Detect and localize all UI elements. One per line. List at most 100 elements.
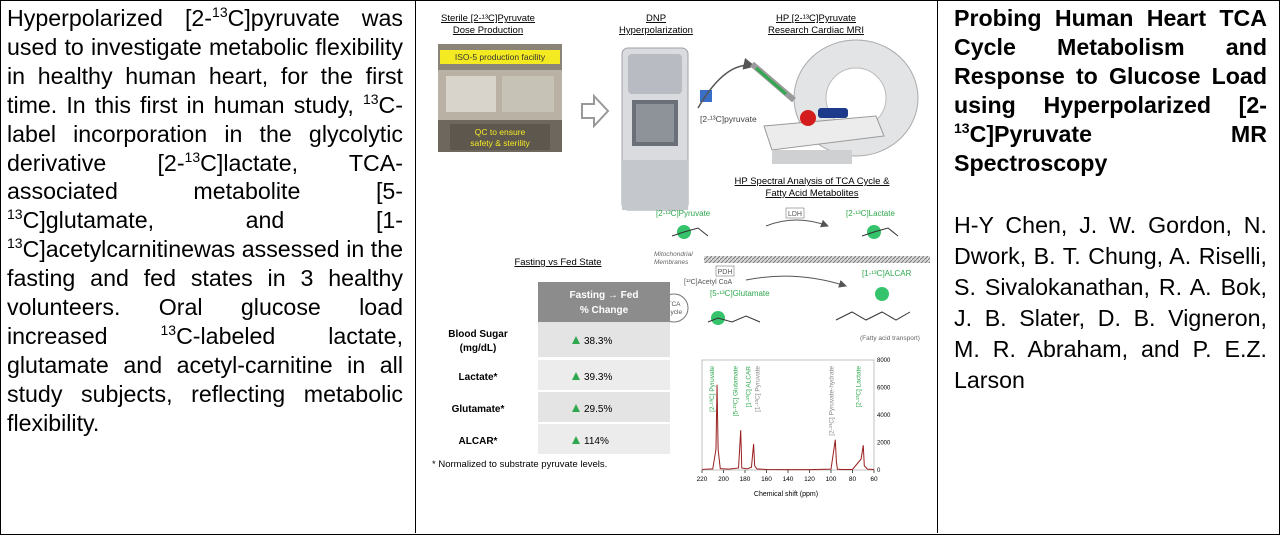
increase-arrow-icon [572,404,580,412]
x-tick-label: 120 [804,476,815,483]
increase-arrow-icon [572,336,580,344]
molecule-bonds [671,227,709,237]
graphical-abstract: Sterile [2-¹³C]Pyruvate Dose Production … [432,13,930,498]
abstract-segment: C]acetylcarnitinewas assessed in the fas… [7,236,403,349]
table-footnote: * Normalized to substrate pyruvate level… [432,459,607,470]
tca-label-line1: TCA [668,301,682,308]
membrane-label-line2: Membranes [654,259,689,266]
ldh-box [785,207,805,219]
abstract-segment: C]pyruvate was used to investigate metab… [7,5,403,118]
superscript: 13 [7,235,23,252]
y-tick-label: 2000 [877,441,891,447]
x-tick-label: 160 [761,476,772,483]
dnp-polarizer-image [621,47,689,211]
membrane-label-line1: Mitochondrial [654,251,693,258]
row-lactate: Lactate* 39.3% [459,360,670,390]
superscript: 13 [160,321,177,338]
peak-label: [2-¹³C] Lactate [855,366,862,408]
iso-label: ISO-5 production facility [455,52,546,62]
heart-icon [800,110,816,126]
x-tick-label: 220 [697,476,708,483]
carbon-label-icon [875,287,889,301]
mitochondrial-membrane [704,256,930,263]
pdh-box [715,265,735,277]
table-header-line2: % Change [580,305,629,316]
mri-scanner-image [763,39,919,164]
x-tick-label: 140 [783,476,794,483]
peak-label: [2-¹³C] Pyruvate [709,366,716,412]
x-tick-label: 60 [870,476,878,483]
step2-title-line1: DNP [646,13,666,24]
plot-area [701,359,875,471]
step1-title-line1: Sterile [2-¹³C]Pyruvate [441,13,535,24]
author-list: H-Y Chen, J. W. Gordon, N. Dwork, B. T. … [954,212,1267,393]
abstract-segment: Hyperpolarized [2- [7,5,213,31]
paper-title: Probing Human Heart TCA Cycle Metabolism… [954,4,1267,178]
row-value: 29.5% [584,404,612,415]
syringe-icon [750,61,796,103]
alcar-arrow [745,275,847,288]
pyruvate-label: [2-¹³C]pyruvate [700,114,757,124]
row-alcar: ALCAR* 114% [459,424,670,454]
x-axis-label: Chemical shift (ppm) [754,491,818,498]
step2-title-line2: Hyperpolarization [619,25,693,36]
y-tick-label: 6000 [877,386,891,392]
molecule-bonds [835,311,911,321]
step3-title-line1: HP [2-¹³C]Pyruvate [776,13,856,24]
superscript: 13 [7,206,23,223]
superscript: 13 [362,90,379,107]
abstract-segment: C-label incorporation in the glycolytic … [7,91,403,176]
row-label-sub: (mg/dL) [460,343,497,354]
row-glutamate: Glutamate* 29.5% [452,392,670,422]
table-title: Fasting vs Fed State [514,257,601,268]
x-tick-label: 100 [826,476,837,483]
ldh-label: LDH [788,211,802,218]
row-label: Blood Sugar [448,329,508,340]
transfer-arrow-icon [697,57,756,109]
peak-label: [1-¹³C] Pyruvate [755,366,762,412]
qc-label-line2: safety & sterility [470,138,530,148]
superscript: 13 [954,120,970,136]
superscript: 13 [184,148,201,165]
ldh-arrow [765,219,829,228]
tca-label-line2: Cycle [666,309,683,316]
row-label: ALCAR* [459,436,498,447]
abstract-segment: C]glutamate, and [1- [22,207,403,234]
molecule-bonds [707,315,761,323]
row-value: 39.3% [584,372,612,383]
abstract-segment: C]lactate, TCA-associated metabolite [5- [7,149,403,205]
title-segment: Probing Human Heart TCA Cycle Metabolism… [954,5,1267,118]
step1-title-line2: Dose Production [453,25,523,36]
y-tick-label: 4000 [877,413,891,419]
abstract-text: Hyperpolarized [2-13C]pyruvate was used … [7,4,403,438]
qc-label-line1: QC to ensure [475,127,526,137]
peak-label: [1-¹³C] ALCAR [746,366,753,408]
analysis-title-line2: Fatty Acid Metabolites [766,188,859,199]
table-header-line1: Fasting → Fed [570,290,639,301]
process-arrow-icon [581,93,610,129]
row-value: 38.3% [584,336,612,347]
pdh-label: PDH [718,269,733,276]
fatty-acid-label: (Fatty acid transport) [860,335,920,342]
increase-arrow-icon [572,372,580,380]
title-segment: C]Pyruvate MR Spectroscopy [954,121,1267,176]
row-value: 114% [584,436,609,447]
x-tick-label: 180 [740,476,751,483]
row-label: Lactate* [459,372,498,383]
molecule-bonds [861,227,899,237]
figure-column: Sterile [2-¹³C]Pyruvate Dose Production … [416,0,938,533]
metabolite-pyruvate: [2-¹³C]Pyruvate [656,209,711,218]
superscript: 13 [212,4,228,20]
step3-title-line2: Research Cardiac MRI [768,25,864,36]
analysis-title-line1: HP Spectral Analysis of TCA Cycle & [735,176,891,187]
peak-label: [2-¹³C] Pyruvate-hydrate [828,366,835,436]
alcar-label: [1-¹³C]ALCAR [862,269,912,278]
abstract-column: Hyperpolarized [2-13C]pyruvate was used … [0,0,416,533]
y-tick-label: 8000 [877,358,891,364]
row-blood-sugar: Blood Sugar (mg/dL) 38.3% [448,322,670,359]
table-header [538,282,670,322]
abstract-segment: C-labeled lactate, glutamate and acetyl-… [7,322,404,436]
metabolite-lactate: [2-¹³C]Lactate [846,209,895,218]
glutamate-label: [5-¹³C]Glutamate [710,289,770,298]
